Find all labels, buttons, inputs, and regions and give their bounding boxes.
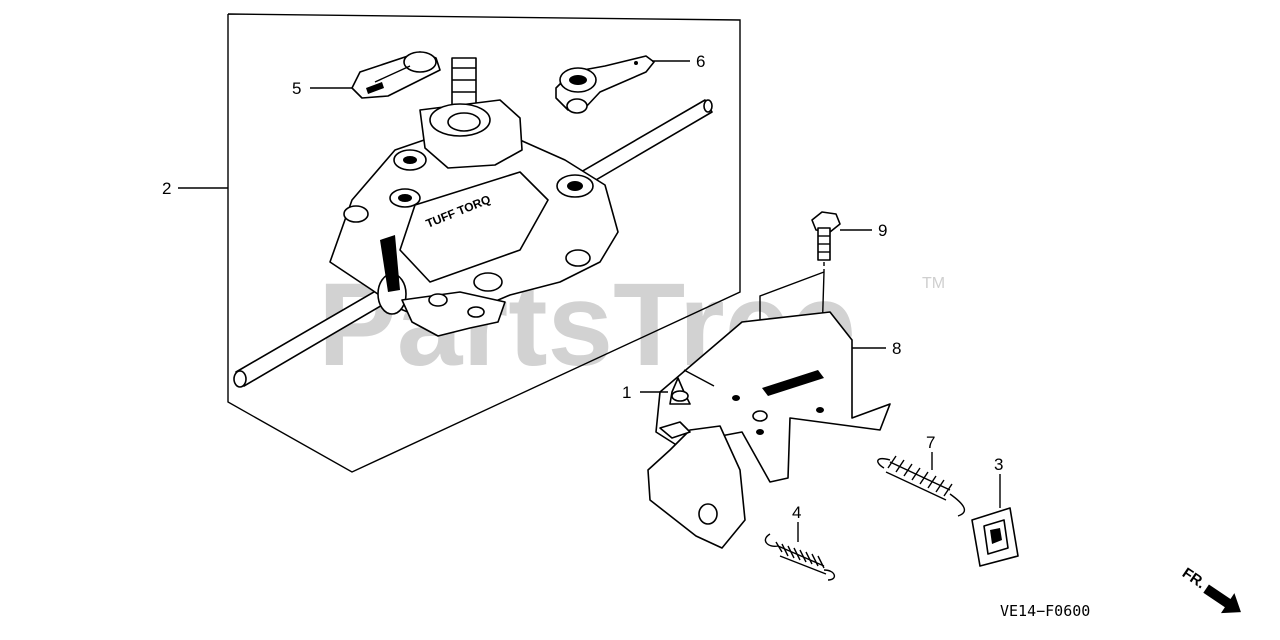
bolt-part[interactable] [811,211,841,261]
callout-3: 3 [994,455,1003,474]
clip-part[interactable] [669,377,691,405]
callout-1: 1 [622,383,631,402]
callout-6: 6 [696,52,705,71]
diagram-code: VE14−F0600 [1000,602,1090,620]
callout-8: 8 [892,339,901,358]
transmission-part[interactable]: TUFF TORQ [233,57,713,388]
spring-7-part[interactable] [877,455,966,517]
transmission-assembly-box [227,13,741,473]
callout-2: 2 [162,179,171,198]
shift-lever-part[interactable] [351,51,441,99]
lever-arm-part[interactable] [555,55,655,114]
callout-5: 5 [292,79,301,98]
spring-4-part[interactable] [764,533,835,581]
callout-7: 7 [926,433,935,452]
front-direction-indicator: FR. [1179,565,1241,614]
front-direction-label: FR. [1179,565,1209,593]
front-arrow-icon [1203,584,1241,614]
plate-3-part[interactable] [971,507,1019,567]
callout-4: 4 [792,503,801,522]
bracket-plate-part[interactable] [647,311,891,549]
watermark-trademark: TM [922,275,945,292]
callout-9: 9 [878,221,887,240]
